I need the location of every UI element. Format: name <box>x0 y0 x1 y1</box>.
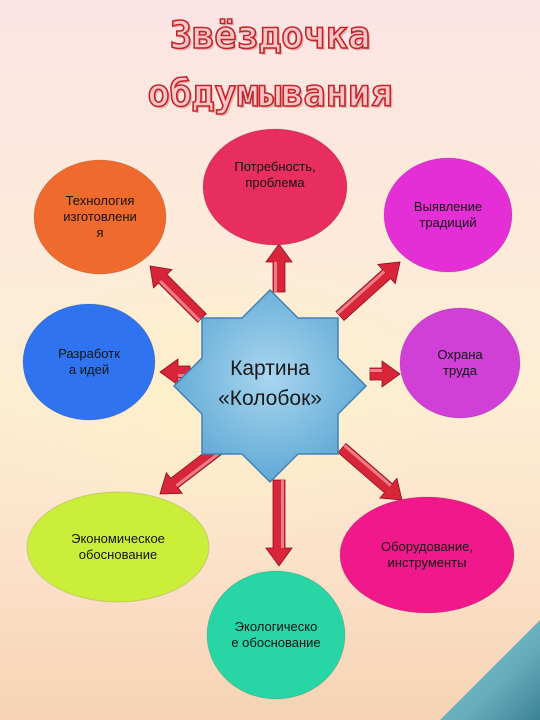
arrow <box>265 243 293 293</box>
node-ecology-line: е обоснование <box>231 635 321 650</box>
node-ideas-ellipse <box>22 303 156 421</box>
node-safety-line: труда <box>443 363 477 378</box>
arrow <box>369 360 401 388</box>
node-need-line: Потребность, <box>234 159 316 174</box>
node-equipment-line: инструменты <box>387 555 467 570</box>
node-ecology-ellipse <box>206 570 346 700</box>
node-safety-ellipse <box>399 307 521 419</box>
node-economic-ellipse <box>26 491 210 603</box>
node-traditions-ellipse <box>383 157 513 273</box>
title-line-1: Звёздочка <box>169 13 371 58</box>
node-technology-line: я <box>96 225 104 240</box>
node-need-ellipse <box>202 128 348 246</box>
node-ideas-line: Разработк <box>58 346 120 361</box>
node-need-line: проблема <box>245 175 305 190</box>
node-equipment-ellipse <box>339 496 515 614</box>
center-label-line-1: Картина <box>230 357 310 380</box>
node-economic-line: обоснование <box>78 547 158 562</box>
node-ideas-line: а идей <box>68 362 110 377</box>
node-economic-line: Экономическое <box>71 531 165 546</box>
center-label-line-2: «Колобок» <box>218 387 322 410</box>
arrow <box>149 265 207 323</box>
node-safety-line: Охрана <box>437 347 483 362</box>
title-line-2: обдумывания <box>147 71 394 116</box>
node-equipment-label: Оборудование,инструменты <box>347 497 507 613</box>
node-equipment-line: Оборудование, <box>380 539 474 554</box>
arrow <box>337 442 403 501</box>
node-technology-line: изготовлени <box>63 209 137 224</box>
node-traditions-line: традиций <box>419 215 477 230</box>
node-technology-line: Технология <box>65 193 135 208</box>
arrow <box>335 261 401 322</box>
node-traditions-line: Выявление <box>413 199 483 214</box>
arrow <box>265 479 293 567</box>
node-technology-ellipse <box>33 159 167 275</box>
center-star <box>172 288 368 484</box>
node-need-label: Потребность,проблема <box>210 117 340 233</box>
node-ecology-line: Экологическо <box>234 619 318 634</box>
